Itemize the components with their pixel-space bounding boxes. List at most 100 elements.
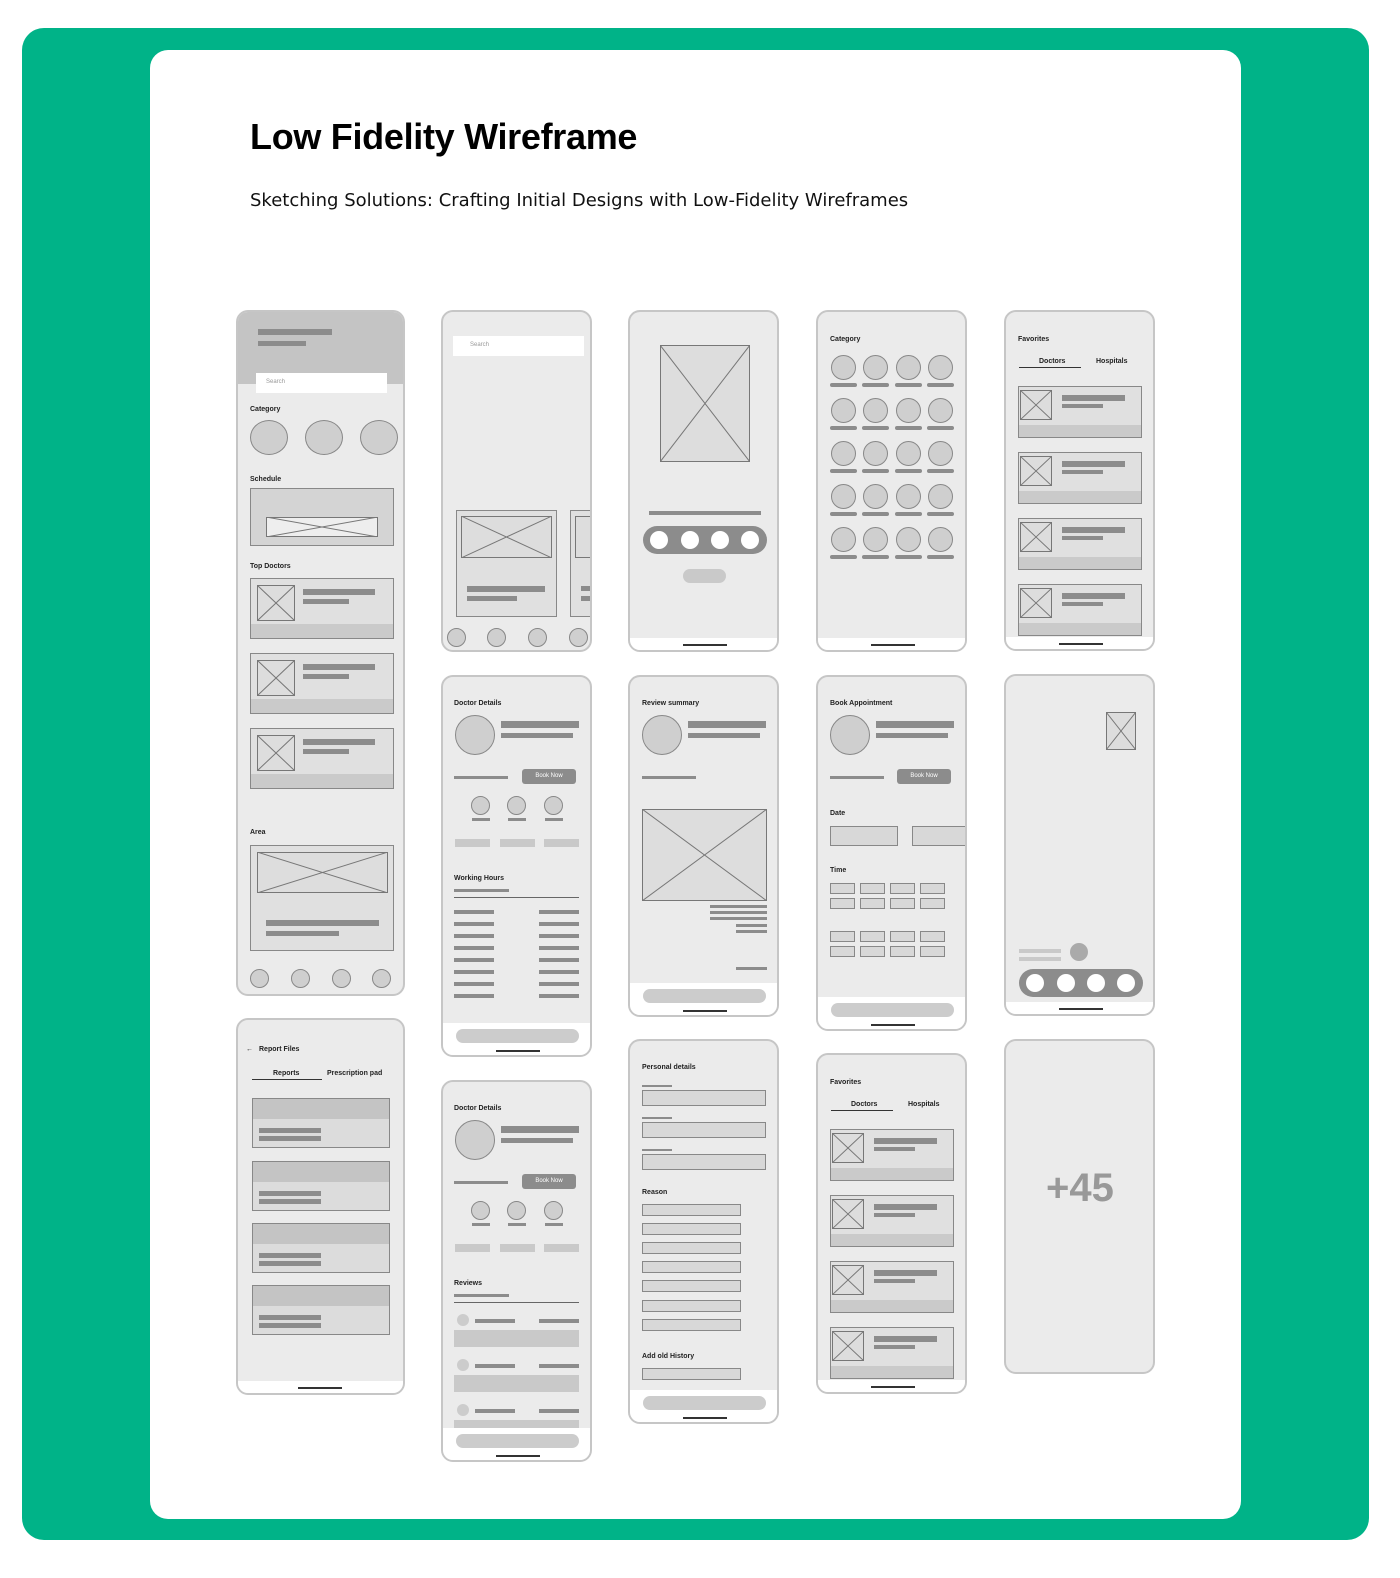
gender-field[interactable]: [642, 1154, 766, 1170]
time-slot[interactable]: [890, 898, 915, 909]
result-card[interactable]: [570, 510, 590, 617]
tab-doctors[interactable]: Doctors: [851, 1101, 878, 1108]
tab-doctors[interactable]: Doctors: [1039, 358, 1066, 365]
category-item[interactable]: [831, 441, 856, 466]
time-slot[interactable]: [920, 946, 945, 957]
time-slot[interactable]: [920, 883, 945, 894]
time-slot[interactable]: [830, 946, 855, 957]
search-input[interactable]: Search: [256, 373, 387, 393]
time-slot[interactable]: [890, 946, 915, 957]
favorite-card[interactable]: [830, 1327, 954, 1379]
result-card[interactable]: [456, 510, 557, 617]
category-item[interactable]: [863, 398, 888, 423]
nav-home-icon[interactable]: [250, 969, 269, 988]
doctor-card[interactable]: [250, 578, 394, 639]
time-slot[interactable]: [920, 931, 945, 942]
book-now-button[interactable]: Book Now: [522, 1174, 576, 1189]
favorite-card[interactable]: [1018, 584, 1142, 636]
category-item[interactable]: [831, 355, 856, 380]
home-indicator: [1059, 643, 1103, 645]
reason-option[interactable]: [642, 1300, 741, 1312]
category-item[interactable]: [831, 398, 856, 423]
category-item[interactable]: [250, 420, 288, 455]
favorite-card[interactable]: [830, 1195, 954, 1247]
time-slot[interactable]: [830, 883, 855, 894]
nav-calendar-icon[interactable]: [332, 969, 351, 988]
nav-home-icon[interactable]: [447, 628, 466, 647]
category-item[interactable]: [863, 484, 888, 509]
tab-hospitals[interactable]: Hospitals: [908, 1101, 940, 1108]
favorite-card[interactable]: [1018, 452, 1142, 504]
report-card[interactable]: [252, 1161, 390, 1211]
bottom-button[interactable]: [456, 1029, 579, 1043]
category-item[interactable]: [896, 441, 921, 466]
doctor-card[interactable]: [250, 653, 394, 714]
nav-profile-icon[interactable]: [569, 628, 588, 647]
nav-calendar-icon[interactable]: [528, 628, 547, 647]
category-item[interactable]: [896, 398, 921, 423]
category-item[interactable]: [863, 355, 888, 380]
wireframe-favorites: Favorites Doctors Hospitals: [1004, 310, 1155, 651]
report-card[interactable]: [252, 1285, 390, 1335]
bottom-button[interactable]: [831, 1003, 954, 1017]
favorite-card[interactable]: [830, 1129, 954, 1181]
favorite-card[interactable]: [830, 1261, 954, 1313]
category-item[interactable]: [896, 355, 921, 380]
category-item[interactable]: [896, 484, 921, 509]
favorite-card[interactable]: [1018, 518, 1142, 570]
schedule-card[interactable]: [250, 488, 394, 546]
reason-option[interactable]: [642, 1319, 741, 1331]
category-item[interactable]: [896, 527, 921, 552]
age-field[interactable]: [642, 1122, 766, 1138]
nav-search-icon[interactable]: [487, 628, 506, 647]
category-item[interactable]: [863, 527, 888, 552]
next-button[interactable]: [683, 569, 726, 583]
date-field[interactable]: [912, 826, 965, 846]
favorite-card[interactable]: [1018, 386, 1142, 438]
reason-option[interactable]: [642, 1261, 741, 1273]
reason-option[interactable]: [642, 1242, 741, 1254]
name-field[interactable]: [642, 1090, 766, 1106]
tab-reports[interactable]: Reports: [273, 1070, 300, 1077]
report-card[interactable]: [252, 1223, 390, 1273]
reason-option[interactable]: [642, 1223, 741, 1235]
time-slot[interactable]: [860, 898, 885, 909]
category-item[interactable]: [928, 441, 953, 466]
category-item[interactable]: [831, 527, 856, 552]
time-slot[interactable]: [860, 883, 885, 894]
time-slot[interactable]: [860, 931, 885, 942]
reason-option[interactable]: [642, 1204, 741, 1216]
tab-hospitals[interactable]: Hospitals: [1096, 358, 1128, 365]
book-now-button[interactable]: Book Now: [522, 769, 576, 784]
category-item[interactable]: [928, 527, 953, 552]
tab-prescription-pad[interactable]: Prescription pad: [327, 1070, 383, 1077]
nav-search-icon[interactable]: [291, 969, 310, 988]
category-item[interactable]: [305, 420, 343, 455]
time-slot[interactable]: [830, 931, 855, 942]
back-arrow-icon[interactable]: ←: [246, 1046, 253, 1053]
time-slot[interactable]: [920, 898, 945, 909]
time-slot[interactable]: [860, 946, 885, 957]
bottom-button[interactable]: [643, 1396, 766, 1410]
category-item[interactable]: [928, 398, 953, 423]
more-screens-card[interactable]: +45: [1004, 1039, 1155, 1374]
history-field[interactable]: [642, 1368, 741, 1380]
doctor-card[interactable]: [250, 728, 394, 789]
category-item[interactable]: [863, 441, 888, 466]
book-now-button[interactable]: Book Now: [897, 769, 951, 784]
category-item[interactable]: [928, 484, 953, 509]
search-input[interactable]: Search: [453, 336, 584, 356]
category-item[interactable]: [831, 484, 856, 509]
bottom-button[interactable]: [456, 1434, 579, 1448]
category-item[interactable]: [360, 420, 398, 455]
bottom-button[interactable]: [643, 989, 766, 1003]
reason-option[interactable]: [642, 1280, 741, 1292]
time-slot[interactable]: [890, 883, 915, 894]
report-card[interactable]: [252, 1098, 390, 1148]
time-slot[interactable]: [830, 898, 855, 909]
area-card[interactable]: [250, 845, 394, 951]
time-slot[interactable]: [890, 931, 915, 942]
date-field[interactable]: [830, 826, 898, 846]
nav-profile-icon[interactable]: [372, 969, 391, 988]
category-item[interactable]: [928, 355, 953, 380]
